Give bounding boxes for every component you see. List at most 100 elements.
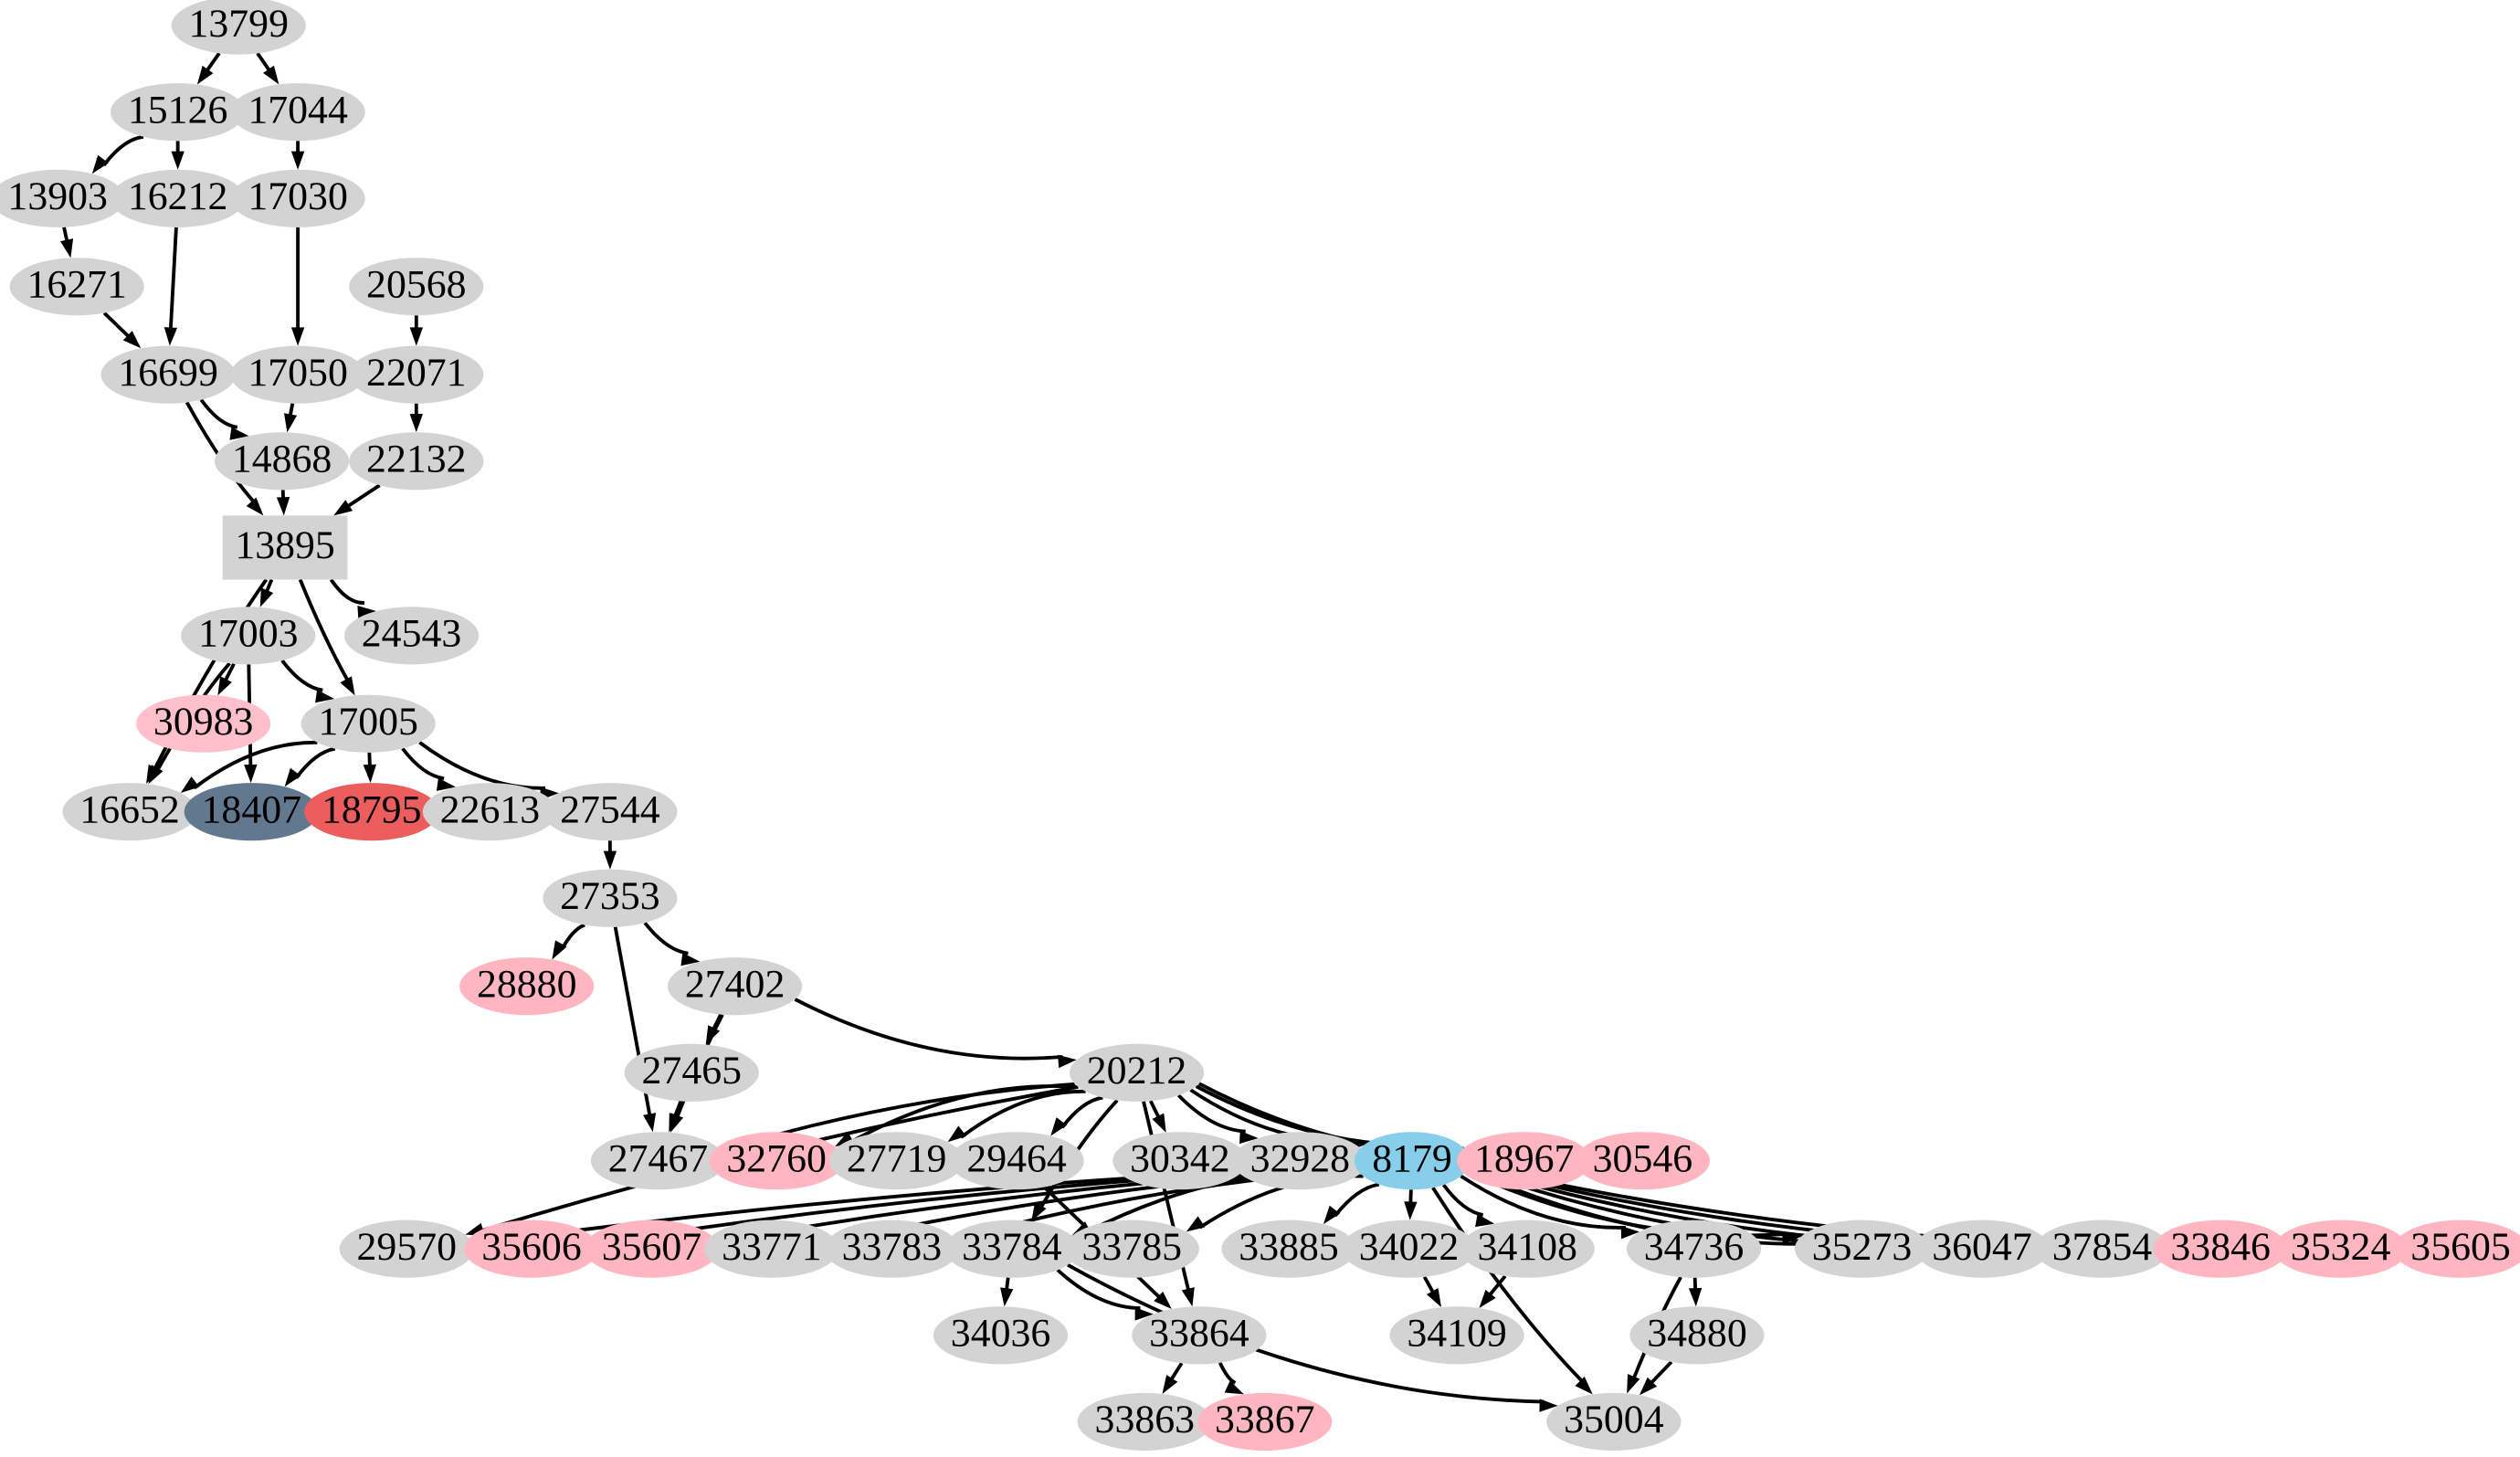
- node-ellipse-shape[interactable]: [1914, 1219, 2050, 1278]
- graph-node[interactable]: 29464: [949, 1132, 1084, 1190]
- graph-node[interactable]: 35004: [1546, 1392, 1682, 1451]
- graph-node[interactable]: 16699: [100, 345, 236, 404]
- graph-node[interactable]: 17005: [301, 694, 436, 753]
- node-ellipse-shape[interactable]: [624, 1043, 759, 1102]
- graph-node[interactable]: 35605: [2393, 1219, 2520, 1278]
- graph-node[interactable]: 18795: [304, 783, 439, 841]
- graph-node[interactable]: 33785: [1064, 1219, 1199, 1278]
- node-ellipse-shape[interactable]: [0, 169, 125, 227]
- node-ellipse-shape[interactable]: [230, 83, 365, 142]
- node-ellipse-shape[interactable]: [2034, 1219, 2170, 1278]
- graph-node[interactable]: 30342: [1112, 1132, 1248, 1190]
- node-ellipse-shape[interactable]: [339, 1219, 474, 1278]
- graph-node[interactable]: 33784: [944, 1219, 1080, 1278]
- node-ellipse-shape[interactable]: [111, 169, 246, 227]
- graph-node[interactable]: 35606: [464, 1219, 599, 1278]
- node-ellipse-shape[interactable]: [171, 0, 306, 55]
- graph-node[interactable]: 29570: [339, 1219, 474, 1278]
- node-ellipse-shape[interactable]: [2153, 1219, 2288, 1278]
- node-ellipse-shape[interactable]: [543, 783, 678, 841]
- node-ellipse-shape[interactable]: [829, 1132, 965, 1190]
- graph-node[interactable]: 15126: [111, 83, 246, 142]
- node-ellipse-shape[interactable]: [1457, 1132, 1592, 1190]
- graph-node[interactable]: 33885: [1221, 1219, 1356, 1278]
- node-ellipse-shape[interactable]: [590, 1132, 726, 1190]
- graph-node[interactable]: 28880: [459, 957, 595, 1016]
- node-ellipse-shape[interactable]: [349, 258, 484, 316]
- graph-node[interactable]: 17044: [230, 83, 365, 142]
- graph-node[interactable]: 16652: [62, 783, 197, 841]
- node-box-shape[interactable]: [222, 515, 348, 580]
- node-ellipse-shape[interactable]: [944, 1219, 1080, 1278]
- graph-node[interactable]: 34109: [1389, 1306, 1524, 1365]
- node-ellipse-shape[interactable]: [1077, 1392, 1212, 1451]
- node-ellipse-shape[interactable]: [1232, 1132, 1367, 1190]
- graph-node[interactable]: 17050: [230, 345, 365, 404]
- graph-node[interactable]: 17003: [181, 607, 316, 665]
- graph-node[interactable]: 34736: [1626, 1219, 1762, 1278]
- node-ellipse-shape[interactable]: [704, 1219, 839, 1278]
- graph-node[interactable]: 33863: [1077, 1392, 1212, 1451]
- node-ellipse-shape[interactable]: [422, 783, 558, 841]
- graph-node[interactable]: 30546: [1575, 1132, 1711, 1190]
- graph-node[interactable]: 35324: [2272, 1219, 2409, 1278]
- node-ellipse-shape[interactable]: [1064, 1219, 1199, 1278]
- graph-node[interactable]: 32928: [1232, 1132, 1367, 1190]
- node-ellipse-shape[interactable]: [230, 169, 365, 227]
- node-ellipse-shape[interactable]: [1341, 1219, 1477, 1278]
- node-ellipse-shape[interactable]: [1132, 1306, 1267, 1365]
- graph-node[interactable]: 13799: [171, 0, 306, 55]
- graph-node[interactable]: 13903: [0, 169, 125, 227]
- node-ellipse-shape[interactable]: [1546, 1392, 1682, 1451]
- node-ellipse-shape[interactable]: [1389, 1306, 1524, 1365]
- graph-node[interactable]: 18967: [1457, 1132, 1592, 1190]
- node-ellipse-shape[interactable]: [349, 432, 484, 491]
- graph-node[interactable]: 33783: [824, 1219, 959, 1278]
- node-ellipse-shape[interactable]: [1626, 1219, 1762, 1278]
- graph-node[interactable]: 35273: [1794, 1219, 1930, 1278]
- node-ellipse-shape[interactable]: [1794, 1219, 1930, 1278]
- node-ellipse-shape[interactable]: [1354, 1132, 1471, 1190]
- node-ellipse-shape[interactable]: [1112, 1132, 1248, 1190]
- node-ellipse-shape[interactable]: [543, 869, 678, 927]
- graph-node[interactable]: 32760: [709, 1132, 844, 1190]
- graph-node[interactable]: 30983: [136, 694, 271, 753]
- node-ellipse-shape[interactable]: [62, 783, 197, 841]
- node-ellipse-shape[interactable]: [1221, 1219, 1356, 1278]
- node-ellipse-shape[interactable]: [136, 694, 271, 753]
- graph-node[interactable]: 27353: [543, 869, 678, 927]
- node-ellipse-shape[interactable]: [2272, 1219, 2409, 1278]
- node-ellipse-shape[interactable]: [1575, 1132, 1711, 1190]
- node-ellipse-shape[interactable]: [301, 694, 436, 753]
- node-ellipse-shape[interactable]: [1069, 1043, 1205, 1102]
- node-ellipse-shape[interactable]: [459, 957, 595, 1016]
- graph-node[interactable]: 34880: [1629, 1306, 1765, 1365]
- graph-node[interactable]: 34108: [1460, 1219, 1595, 1278]
- node-ellipse-shape[interactable]: [584, 1219, 720, 1278]
- node-ellipse-shape[interactable]: [181, 607, 316, 665]
- graph-node[interactable]: 27544: [543, 783, 678, 841]
- graph-node[interactable]: 24543: [343, 607, 480, 665]
- graph-node[interactable]: 34022: [1341, 1219, 1477, 1278]
- node-ellipse-shape[interactable]: [184, 783, 319, 841]
- graph-node[interactable]: 16271: [9, 258, 144, 316]
- graph-node[interactable]: 20212: [1069, 1043, 1205, 1102]
- node-ellipse-shape[interactable]: [343, 607, 480, 665]
- graph-node[interactable]: 22071: [349, 345, 484, 404]
- graph-node[interactable]: 13895: [222, 515, 348, 580]
- graph-node[interactable]: 8179: [1354, 1132, 1471, 1190]
- node-ellipse-shape[interactable]: [824, 1219, 959, 1278]
- graph-node[interactable]: 36047: [1914, 1219, 2050, 1278]
- node-ellipse-shape[interactable]: [949, 1132, 1084, 1190]
- node-ellipse-shape[interactable]: [9, 258, 144, 316]
- graph-node[interactable]: 35607: [584, 1219, 720, 1278]
- node-ellipse-shape[interactable]: [349, 345, 484, 404]
- node-ellipse-shape[interactable]: [1460, 1219, 1595, 1278]
- node-ellipse-shape[interactable]: [667, 957, 803, 1016]
- graph-node[interactable]: 34036: [933, 1306, 1069, 1365]
- graph-node[interactable]: 37854: [2034, 1219, 2170, 1278]
- graph-node[interactable]: 27465: [624, 1043, 759, 1102]
- graph-node[interactable]: 18407: [184, 783, 319, 841]
- graph-node[interactable]: 16212: [111, 169, 246, 227]
- node-ellipse-shape[interactable]: [230, 345, 365, 404]
